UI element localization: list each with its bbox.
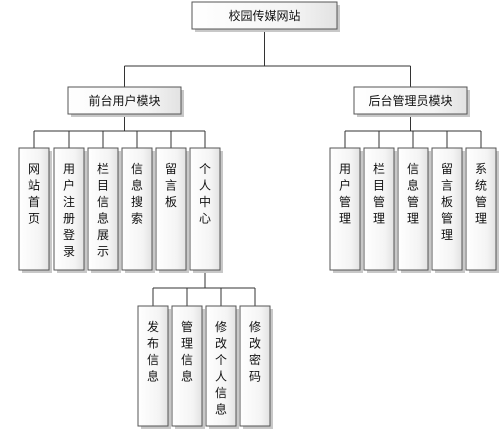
module-box-back-frame — [353, 86, 468, 115]
module-box-back-label: 后台管理员模块 — [368, 93, 452, 108]
leaf-box-f4-label: 信息搜索 — [131, 162, 143, 226]
module-box-front: 前台用户模块 — [67, 86, 184, 117]
connector-lines — [33, 29, 482, 306]
leaf-box-f1-label: 网站首页 — [28, 162, 40, 226]
leaf-box-b5: 系统管理 — [465, 147, 499, 273]
leaf-box-p2-label: 管理信息 — [181, 319, 193, 384]
module-box-front-frame — [67, 86, 182, 115]
leaf-box-p1-frame — [137, 305, 169, 427]
leaf-box-b1: 用户管理 — [329, 147, 363, 273]
leaf-box-p3-label: 修改个人信息 — [215, 319, 227, 417]
leaf-box-b2: 栏目管理 — [363, 147, 397, 273]
leaf-box-p4-label: 修改密码 — [249, 319, 261, 384]
leaf-box-f3-label: 栏目信息展示 — [97, 161, 109, 259]
leaf-box-b1-label: 用户管理 — [339, 162, 351, 226]
module-box-front-label: 前台用户模块 — [88, 93, 160, 108]
leaf-box-p4-frame — [239, 305, 271, 427]
leaf-box-b3-label: 信息管理 — [407, 162, 419, 226]
leaf-box-f6-frame — [189, 147, 221, 271]
leaf-box-p2-frame — [171, 305, 203, 427]
leaf-box-f5: 留言板 — [155, 147, 189, 273]
leaf-box-b5-label: 系统管理 — [475, 162, 487, 226]
root-box-frame — [191, 1, 338, 30]
leaf-box-f1: 网站首页 — [18, 147, 52, 273]
leaf-box-b2-frame — [363, 147, 395, 271]
module-box-back: 后台管理员模块 — [353, 86, 470, 117]
root-box: 校园传媒网站 — [191, 1, 340, 32]
leaf-box-f4-frame — [121, 147, 153, 271]
leaf-box-f2-label: 用户注册登录 — [63, 162, 75, 259]
leaf-box-f2-frame — [53, 147, 85, 271]
leaf-box-b4: 留言板管理 — [431, 147, 465, 273]
leaf-box-p3: 修改个人信息 — [205, 305, 239, 429]
leaf-box-p1: 发布信息 — [137, 305, 171, 429]
leaf-box-f6-label: 个人中心 — [199, 162, 211, 226]
leaf-box-p3-frame — [205, 305, 237, 427]
leaf-box-b5-frame — [465, 147, 497, 271]
leaf-box-p2: 管理信息 — [171, 305, 205, 429]
leaf-box-b4-label: 留言板管理 — [441, 162, 453, 242]
leaf-box-f5-label: 留言板 — [165, 162, 177, 209]
root-box-label: 校园传媒网站 — [228, 8, 300, 23]
leaf-box-f5-frame — [155, 147, 187, 271]
leaf-box-b3: 信息管理 — [397, 147, 431, 273]
leaf-box-f3-frame — [87, 147, 119, 271]
leaf-box-f4: 信息搜索 — [121, 147, 155, 273]
leaf-box-b1-frame — [329, 147, 361, 271]
leaf-box-f2: 用户注册登录 — [53, 147, 87, 273]
leaf-box-p4: 修改密码 — [239, 305, 273, 429]
leaf-box-b2-label: 栏目管理 — [373, 161, 385, 226]
leaf-box-p1-label: 发布信息 — [147, 319, 159, 384]
leaf-box-b4-frame — [431, 147, 463, 271]
leaf-box-f6: 个人中心 — [189, 147, 223, 273]
leaf-box-f1-frame — [18, 147, 50, 271]
leaf-box-b3-frame — [397, 147, 429, 271]
leaf-box-f3: 栏目信息展示 — [87, 147, 121, 273]
